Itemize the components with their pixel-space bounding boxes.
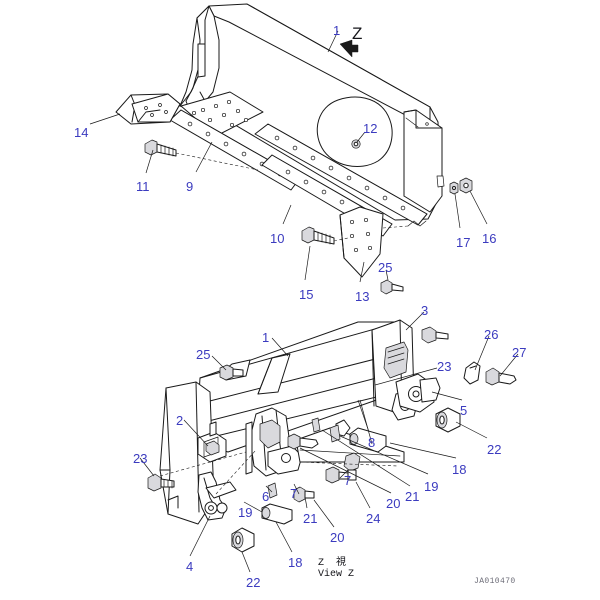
right-linkage-bracket-part-3 bbox=[371, 319, 449, 421]
cutting-edge-strip-part-10 bbox=[254, 123, 428, 226]
leader-lines-lower bbox=[139, 311, 519, 573]
callout-part-25: 25 bbox=[378, 260, 393, 275]
bush-part-22-right bbox=[435, 407, 461, 433]
callout-part-6: 6 bbox=[262, 489, 270, 504]
drawing-code: JA010470 bbox=[474, 577, 516, 586]
callout-part-22: 22 bbox=[246, 575, 261, 590]
callout-part-26: 26 bbox=[484, 327, 499, 342]
center-linkage-cluster bbox=[245, 407, 405, 477]
bolt-part-11 bbox=[144, 139, 177, 157]
left-lower-arm-part-4 bbox=[197, 471, 237, 521]
bolt-part-7-left bbox=[293, 486, 315, 503]
callout-part-21: 21 bbox=[405, 489, 420, 504]
callout-part-1: 1 bbox=[333, 23, 341, 38]
upper-assembly bbox=[89, 3, 488, 295]
callout-part-13: 13 bbox=[355, 289, 370, 304]
callout-part-19: 19 bbox=[424, 479, 439, 494]
callout-part-16: 16 bbox=[482, 231, 497, 246]
callout-part-20: 20 bbox=[386, 496, 401, 511]
callout-part-10: 10 bbox=[270, 231, 285, 246]
bolt-part-20-right bbox=[287, 433, 319, 450]
callout-part-8: 8 bbox=[368, 435, 376, 450]
section-arrow-z bbox=[339, 39, 359, 58]
callout-part-18: 18 bbox=[452, 462, 467, 477]
callout-part-12: 12 bbox=[363, 121, 378, 136]
bolt-part-25-upper bbox=[380, 279, 404, 295]
section-letter-z: Z bbox=[352, 24, 363, 43]
washer-part-17 bbox=[449, 181, 459, 195]
bush-part-22-left bbox=[231, 527, 255, 553]
pin-part-18-right bbox=[349, 427, 387, 453]
washer-part-21-right bbox=[311, 417, 321, 433]
nut-part-16 bbox=[459, 177, 473, 194]
view-label-jp: Z 視 bbox=[318, 558, 347, 569]
moldboard-lower-left-plate bbox=[180, 91, 264, 137]
callout-part-7: 7 bbox=[344, 473, 352, 488]
callout-part-15: 15 bbox=[299, 287, 314, 302]
mount-plate-part-13 bbox=[339, 206, 384, 278]
end-bit-part-14 bbox=[115, 93, 181, 125]
bolt-part-27 bbox=[485, 367, 517, 386]
callout-part-17: 17 bbox=[456, 235, 471, 250]
view-label-en: View Z bbox=[318, 569, 355, 580]
lower-assembly-view-z bbox=[139, 311, 519, 573]
callout-part-3: 3 bbox=[421, 303, 429, 318]
callout-part-5: 5 bbox=[460, 403, 468, 418]
bolt-part-15 bbox=[301, 226, 335, 245]
spacer-part-19-right bbox=[329, 424, 341, 443]
callout-part-27: 27 bbox=[512, 345, 527, 360]
callout-part-20: 20 bbox=[330, 530, 345, 545]
callout-part-22: 22 bbox=[487, 442, 502, 457]
callout-part-4: 4 bbox=[186, 559, 194, 574]
callout-part-1: 1 bbox=[262, 330, 270, 345]
callout-part-21: 21 bbox=[303, 511, 318, 526]
pin-part-18-left bbox=[261, 503, 293, 525]
leader-lines-upper bbox=[89, 30, 488, 283]
callout-part-14: 14 bbox=[74, 125, 89, 140]
plug-part-12 bbox=[316, 96, 393, 168]
callout-part-7: 7 bbox=[290, 486, 298, 501]
callout-part-2: 2 bbox=[176, 413, 184, 428]
bolt-part-25-lower bbox=[219, 364, 244, 381]
bolt-part-23-left bbox=[147, 473, 175, 492]
callout-part-23: 23 bbox=[133, 451, 148, 466]
callout-part-25: 25 bbox=[196, 347, 211, 362]
callout-part-23: 23 bbox=[437, 359, 452, 374]
callout-part-18: 18 bbox=[288, 555, 303, 570]
callout-part-19: 19 bbox=[238, 505, 253, 520]
spacer-part-6 bbox=[267, 482, 278, 499]
right-mount-bracket bbox=[403, 109, 445, 213]
callout-part-9: 9 bbox=[186, 179, 194, 194]
pin-part-26 bbox=[463, 361, 481, 385]
callout-part-11: 11 bbox=[136, 179, 150, 194]
callout-part-24: 24 bbox=[366, 511, 381, 526]
